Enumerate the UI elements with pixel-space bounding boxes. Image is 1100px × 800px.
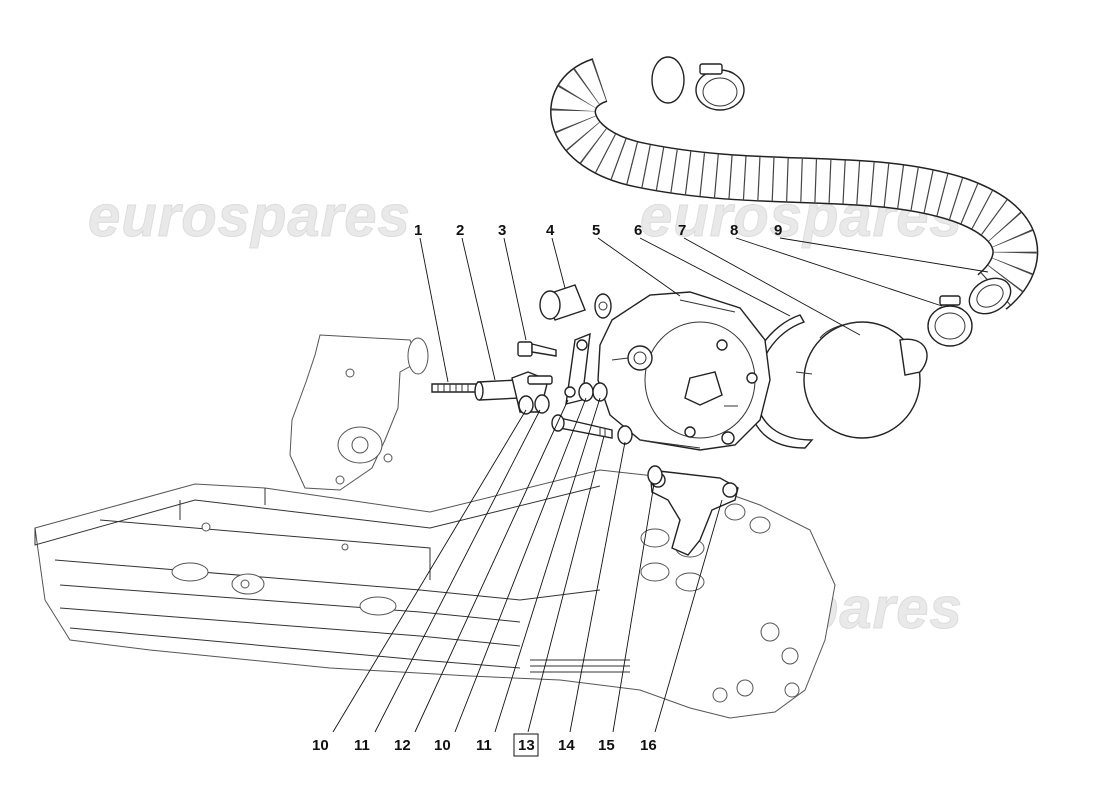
- stud-and-spacer: [431, 379, 521, 401]
- alternator-cover: [795, 321, 928, 439]
- callout-number: 4: [546, 222, 555, 239]
- leader-lines: [332, 237, 989, 733]
- pulley: [539, 284, 612, 321]
- bolt: [517, 341, 557, 357]
- callout-number: 10: [312, 737, 329, 754]
- callout-number: 13: [518, 737, 535, 754]
- callout-number: 11: [354, 737, 370, 754]
- bottom-callouts: 10 11 12 10 11 13 14 15 16: [312, 733, 657, 757]
- long-bolt: [551, 414, 613, 439]
- callout-box: [513, 733, 539, 757]
- callout-number: 7: [678, 222, 686, 239]
- washers-and-nuts: [518, 382, 663, 485]
- callout-number: 15: [598, 737, 615, 754]
- callout-number: 6: [634, 222, 642, 239]
- top-callouts: 1 2 3 4 5 6 7 8 9: [414, 222, 782, 239]
- callout-number: 11: [476, 737, 492, 754]
- callout-number: 5: [592, 222, 600, 239]
- callout-number: 1: [414, 222, 422, 239]
- callout-number: 10: [434, 737, 451, 754]
- callout-number: 16: [640, 737, 657, 754]
- water-pump-housing: [289, 334, 429, 491]
- callout-number: 9: [774, 222, 782, 239]
- callout-number: 8: [730, 222, 738, 239]
- gearbox-housing: [34, 469, 836, 719]
- watermark-text: eurospares: [88, 184, 411, 249]
- callout-number: 2: [456, 222, 464, 239]
- hose-clamp-top: [695, 63, 745, 111]
- callout-number: 12: [394, 737, 411, 754]
- callout-number: 3: [498, 222, 506, 239]
- callout-number: 14: [558, 737, 575, 754]
- hose-clamp: [927, 295, 973, 347]
- alternator: [597, 291, 771, 451]
- corrugated-hose: [550, 56, 1039, 315]
